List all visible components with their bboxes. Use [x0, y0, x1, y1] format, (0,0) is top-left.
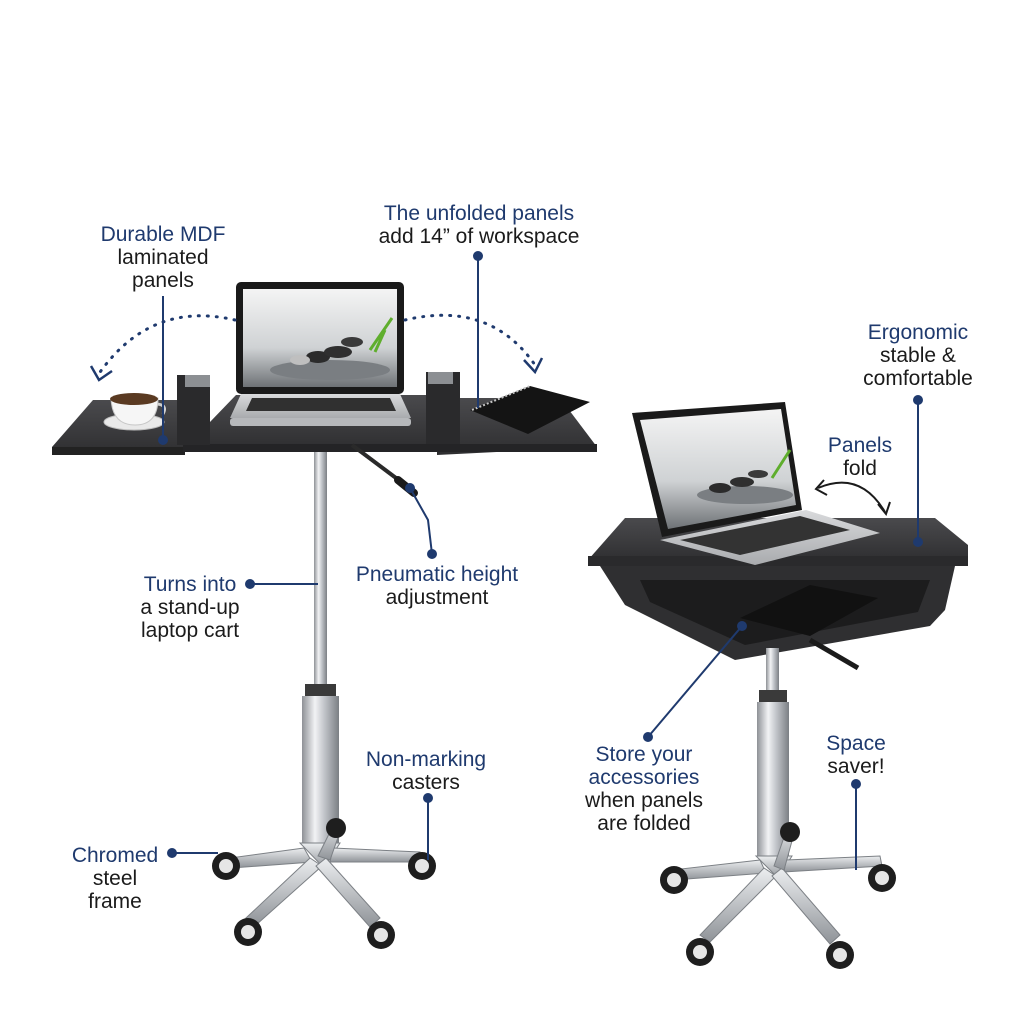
callout-non-marking-line1: Non-marking	[365, 748, 487, 771]
callout-non-marking: Non-marking casters	[350, 748, 502, 794]
right-laptop	[632, 402, 880, 565]
callout-chromed-line1: Chromed	[71, 844, 159, 867]
callout-durable-mdf-line2: laminated	[117, 246, 209, 269]
callout-ergonomic-line2: stable &	[880, 344, 956, 367]
callout-ergonomic-line1: Ergonomic	[867, 321, 969, 344]
callout-panels-fold-line2: fold	[843, 457, 877, 480]
stored-notebook	[740, 585, 878, 636]
callout-durable-mdf-line1: Durable MDF	[100, 223, 226, 246]
right-cart	[588, 402, 968, 969]
callout-space-saver-line2: saver!	[827, 755, 885, 778]
callout-panels-fold: Panels fold	[815, 434, 905, 480]
left-column-upper	[314, 452, 327, 688]
callout-turns-into-line3: laptop cart	[140, 619, 240, 642]
callout-pneumatic-line1: Pneumatic height	[355, 563, 519, 586]
callout-space-saver: Space saver!	[810, 732, 902, 778]
callout-pneumatic: Pneumatic height adjustment	[335, 563, 539, 609]
callout-turns-into-line2: a stand-up	[140, 596, 240, 619]
callout-chromed-line3: frame	[88, 890, 142, 913]
left-laptop	[230, 282, 411, 426]
callout-chromed-line2: steel	[92, 867, 138, 890]
callout-durable-mdf: Durable MDF laminated panels	[83, 223, 243, 292]
leader-lines	[158, 251, 923, 870]
right-casters	[660, 822, 896, 969]
callout-non-marking-line2: casters	[392, 771, 460, 794]
callout-store-line4: are folded	[597, 812, 691, 835]
coffee-cup	[103, 393, 166, 431]
callout-unfolded-panels-line2: add 14” of workspace	[378, 225, 580, 248]
left-fold-arc	[96, 314, 237, 377]
right-star-base	[671, 825, 883, 945]
callout-unfolded-panels: The unfolded panels add 14” of workspace	[344, 202, 614, 248]
callout-turns-into-line1: Turns into	[143, 573, 237, 596]
callout-ergonomic-line3: comfortable	[863, 367, 973, 390]
callout-store-line1: Store your	[595, 743, 693, 766]
callout-store-line3: when panels	[585, 789, 703, 812]
left-cart	[52, 282, 597, 949]
right-pneumatic-lever	[808, 637, 860, 671]
callout-store-line2: accessories	[588, 766, 700, 789]
callout-unfolded-panels-line1: The unfolded panels	[383, 202, 575, 225]
panels-fold-arrow	[817, 481, 886, 513]
callout-pneumatic-line2: adjustment	[385, 586, 489, 609]
notebook	[470, 385, 590, 434]
callout-turns-into: Turns into a stand-up laptop cart	[120, 573, 260, 642]
callout-panels-fold-line1: Panels	[827, 434, 893, 457]
callout-durable-mdf-line3: panels	[132, 269, 194, 292]
callout-space-saver-line1: Space	[826, 732, 886, 755]
left-star-base	[229, 819, 421, 928]
callout-chromed: Chromed steel frame	[60, 844, 170, 913]
callout-ergonomic: Ergonomic stable & comfortable	[843, 321, 993, 390]
callout-store: Store your accessories when panels are f…	[568, 743, 720, 835]
right-fold-arc	[403, 313, 537, 367]
